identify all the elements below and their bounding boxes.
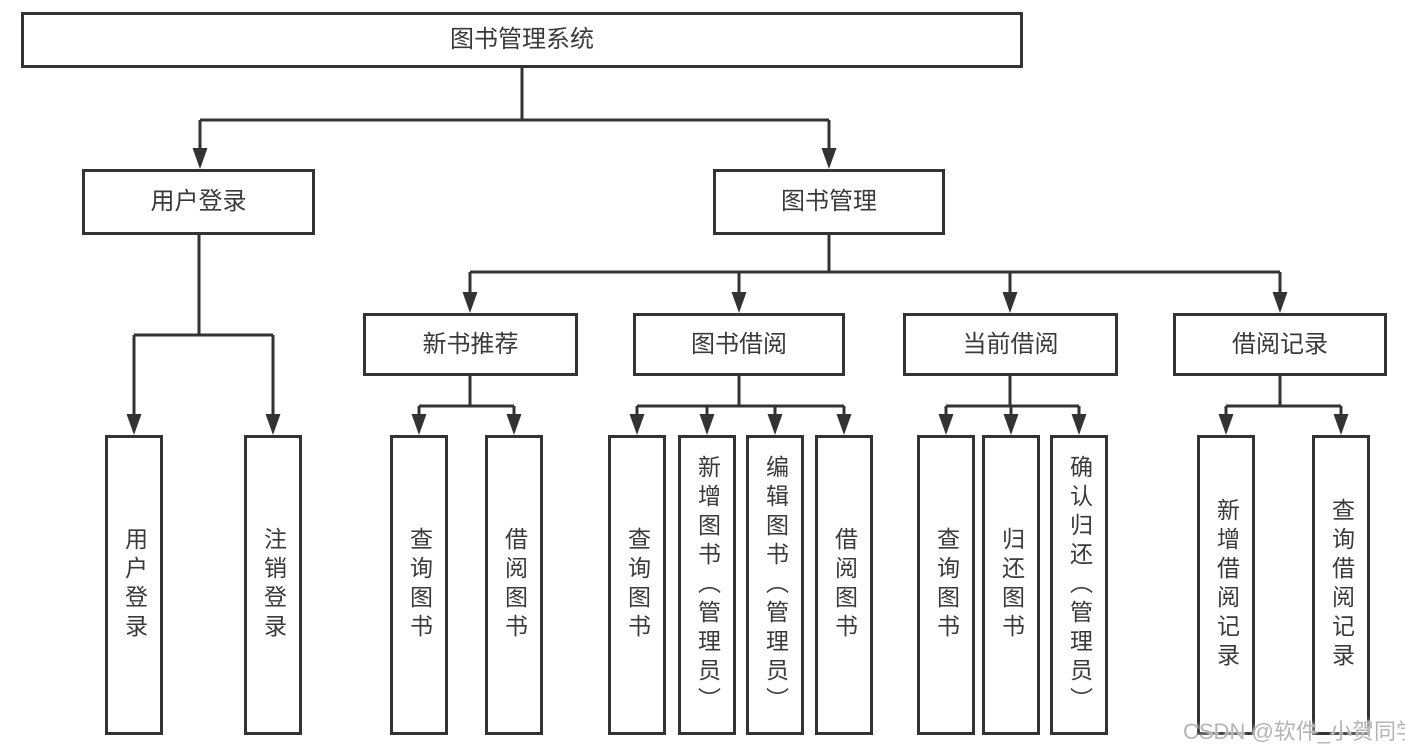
leaf-logout: 注销登录 (244, 435, 302, 735)
leaf-query-books-current: 查询图书 (917, 435, 975, 735)
leaf-add-book-admin: 新增图书（管理员） (678, 435, 736, 735)
node-label: 新增借阅记录 (1213, 498, 1240, 672)
leaf-edit-book-admin: 编辑图书（管理员） (746, 435, 804, 735)
node-label: 编辑图书（管理员） (762, 454, 789, 716)
node-label: 借阅图书 (831, 527, 858, 643)
node-label: 图书管理系统 (450, 26, 594, 53)
node-label: 归还图书 (998, 527, 1025, 643)
node-label: 新书推荐 (422, 330, 519, 358)
node-label: 用户登录 (121, 527, 148, 643)
leaf-query-books-recommend: 查询图书 (390, 435, 448, 735)
node-label: 图书管理 (781, 188, 877, 215)
node-label: 查询图书 (933, 527, 960, 643)
arrowheads (126, 148, 1349, 435)
node-label: 借阅图书 (501, 527, 528, 643)
leaf-return-books: 归还图书 (982, 435, 1040, 735)
node-label: 确认归还（管理员） (1066, 454, 1093, 716)
node-label: 注销登录 (260, 527, 287, 643)
leaf-borrow-books-recommend: 借阅图书 (485, 435, 543, 735)
node-label: 查询图书 (406, 527, 433, 643)
node-label: 用户登录 (150, 188, 247, 215)
leaf-query-books-borrow: 查询图书 (608, 435, 666, 735)
node-label: 当前借阅 (962, 330, 1059, 358)
node-library-system: 图书管理系统 (21, 12, 1023, 68)
node-label: 查询借阅记录 (1328, 498, 1355, 672)
node-new-book-recommendation: 新书推荐 (363, 313, 578, 376)
node-book-borrowing: 图书借阅 (633, 313, 845, 376)
node-label: 图书借阅 (691, 330, 787, 358)
node-label: 查询图书 (624, 527, 651, 643)
leaf-user-login: 用户登录 (105, 435, 163, 735)
watermark: CSDN @软件_小贺同学 (1183, 719, 1405, 744)
leaf-borrow-books-borrow: 借阅图书 (815, 435, 873, 735)
leaf-query-borrow-record: 查询借阅记录 (1312, 435, 1370, 735)
node-label: 借阅记录 (1232, 330, 1328, 358)
node-borrowing-records: 借阅记录 (1173, 313, 1387, 376)
node-user-login: 用户登录 (82, 169, 315, 235)
node-current-borrowing: 当前借阅 (903, 313, 1118, 376)
node-label: 新增图书（管理员） (694, 454, 721, 716)
leaf-add-borrow-record: 新增借阅记录 (1197, 435, 1255, 735)
leaf-confirm-return-admin: 确认归还（管理员） (1050, 435, 1108, 735)
node-book-management: 图书管理 (713, 169, 945, 235)
